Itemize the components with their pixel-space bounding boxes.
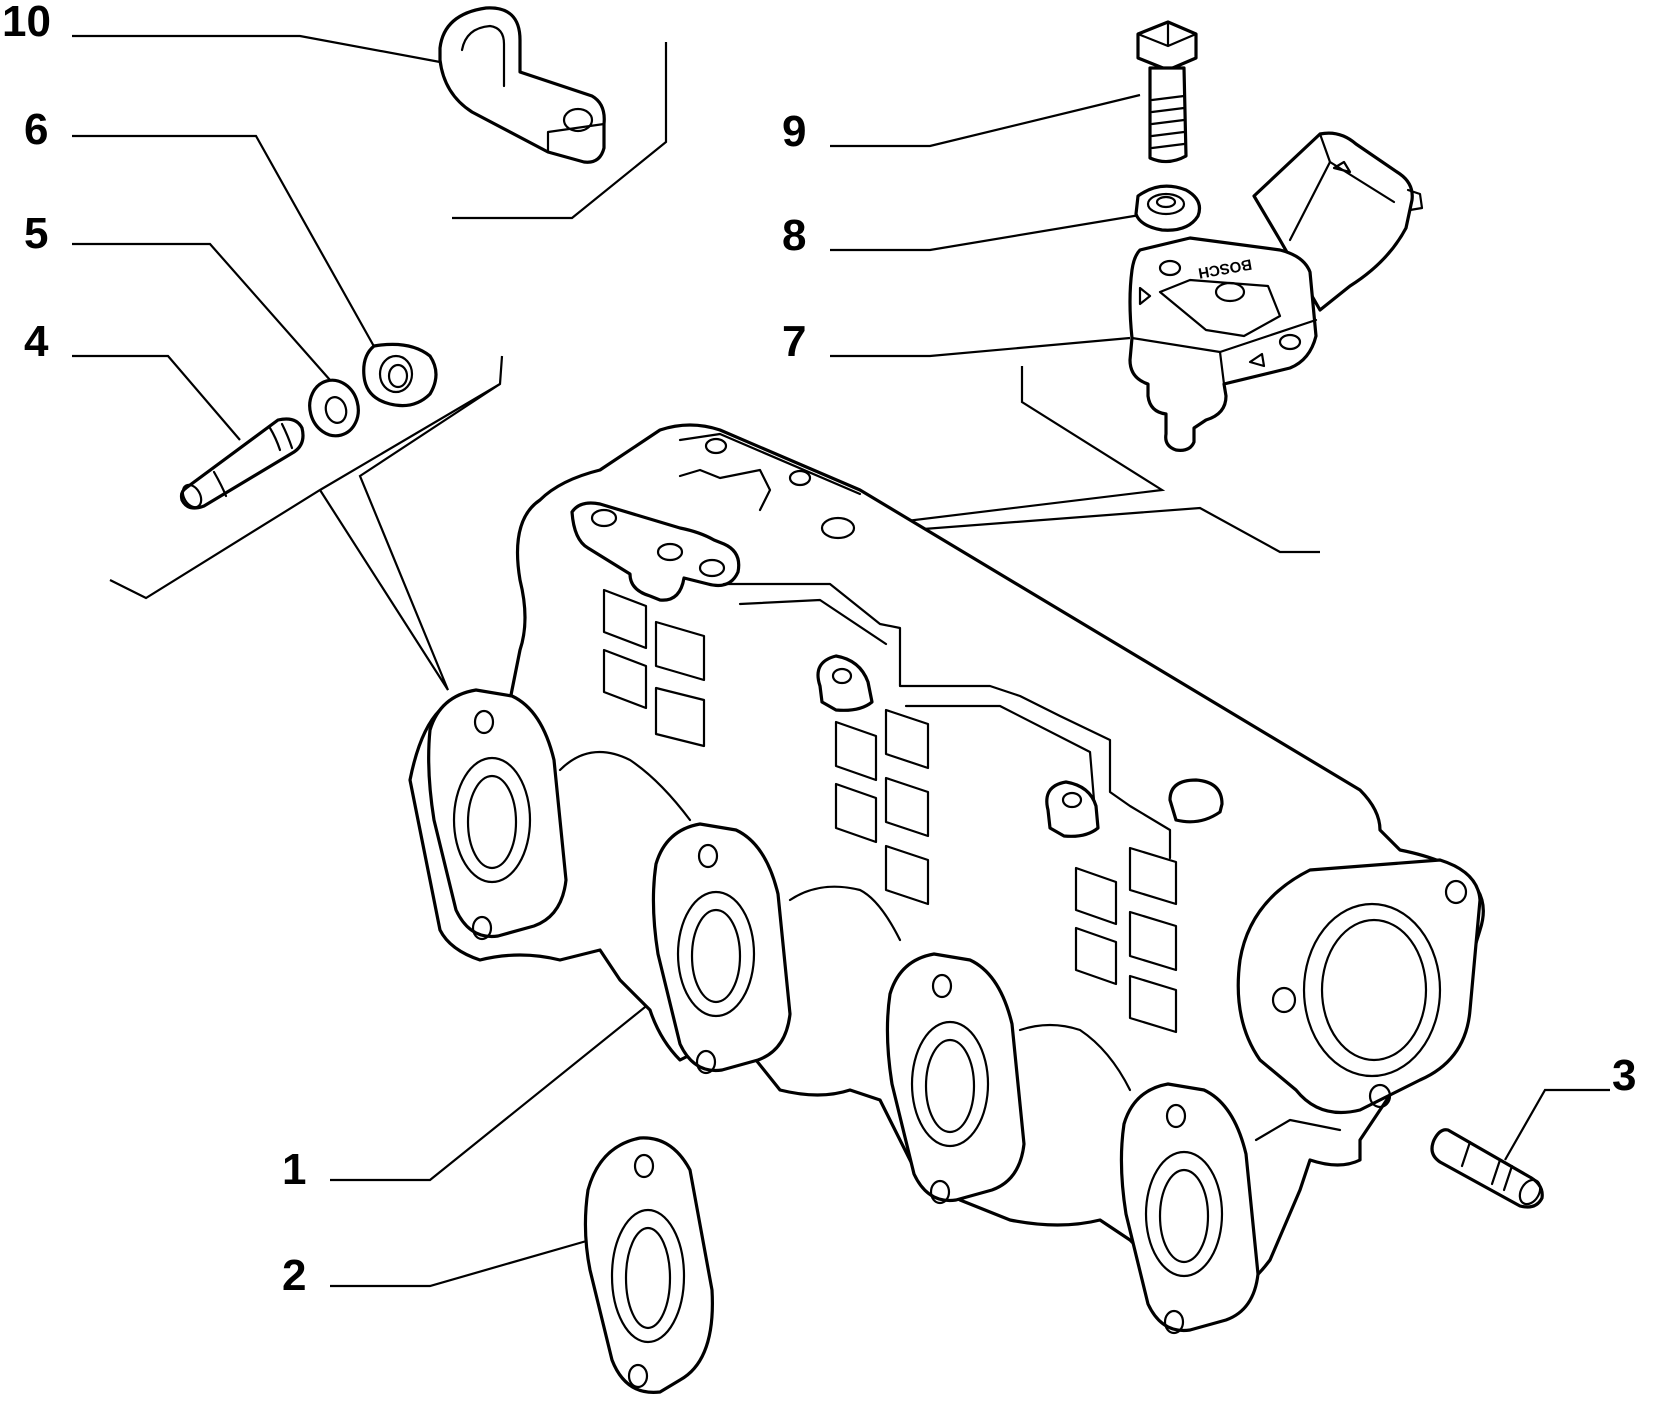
callout-label-3: 3 bbox=[1612, 1051, 1636, 1100]
callout-label-10: 10 bbox=[2, 0, 51, 46]
exhaust-manifold-part-1 bbox=[408, 423, 1485, 1335]
manifold-ribs bbox=[602, 588, 1178, 1034]
bolt-part-9 bbox=[1136, 20, 1198, 164]
callout-label-9: 9 bbox=[782, 107, 806, 156]
callout-label-5: 5 bbox=[24, 209, 48, 258]
leader-line-5 bbox=[72, 242, 331, 381]
callout-label-8: 8 bbox=[782, 211, 806, 260]
callout-labels: 10 6 5 4 9 8 7 1 2 3 bbox=[2, 0, 1636, 1300]
gasket-part-2 bbox=[583, 1136, 714, 1394]
stud-part-4 bbox=[179, 417, 305, 510]
washer-part-5 bbox=[308, 378, 360, 438]
leader-line-3 bbox=[1504, 1088, 1610, 1161]
nut-part-6 bbox=[362, 342, 438, 408]
leader-line-10 bbox=[72, 34, 441, 64]
callout-label-7: 7 bbox=[782, 317, 806, 366]
callout-label-1: 1 bbox=[282, 1145, 306, 1194]
callout-label-4: 4 bbox=[24, 317, 49, 366]
leader-line-8 bbox=[830, 213, 1141, 252]
leader-line-1 bbox=[330, 994, 661, 1182]
clamp-part-10 bbox=[438, 6, 606, 164]
callout-label-2: 2 bbox=[282, 1251, 306, 1300]
leader-line-2 bbox=[330, 1238, 591, 1288]
bracket-stud-set bbox=[109, 355, 504, 600]
leader-line-6 bbox=[72, 134, 377, 351]
bracket-clamp bbox=[452, 42, 668, 220]
leader-lines bbox=[72, 34, 1610, 1288]
bracket-stud-pointer bbox=[319, 383, 501, 691]
pressure-sensor-part-7: BOSCH bbox=[1128, 131, 1424, 452]
callout-label-6: 6 bbox=[24, 105, 48, 154]
leader-line-4 bbox=[72, 354, 241, 441]
spacer-part-8 bbox=[1134, 184, 1202, 232]
stud-part-3 bbox=[1430, 1128, 1544, 1209]
leader-line-7 bbox=[830, 336, 1131, 358]
leader-line-9 bbox=[830, 93, 1141, 148]
